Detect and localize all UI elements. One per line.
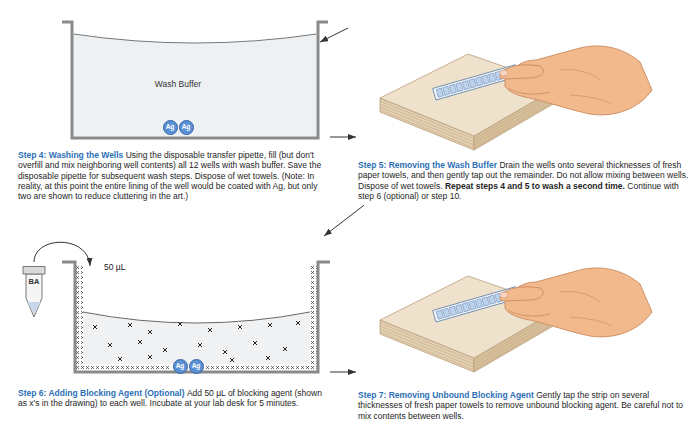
step-panel: Ag Ag Wash BufferStep 4: Washing the Wells…: [12, 12, 330, 205]
step-arrow: [324, 205, 364, 236]
step-arrow: [330, 137, 356, 138]
blocking-agent-marks: [93, 321, 300, 362]
tube-body: [26, 274, 42, 317]
towels-and-hand: [380, 46, 652, 150]
pour-arrow: [34, 242, 90, 266]
antigen-label: Ag: [182, 124, 191, 131]
liquid-label: Wash Buffer: [155, 79, 201, 89]
towels-and-hand: [380, 268, 652, 372]
step-heading: Step 6: Adding Blocking Agent (Optional): [18, 388, 185, 398]
wash-liquid: [74, 34, 317, 137]
antigen-label: Ag: [176, 363, 185, 370]
coated-wall: [76, 266, 83, 366]
step-panel: Step 5: Removing the Wash BufferDrain th…: [356, 40, 694, 205]
step-panel: BA Ag AgStep 6: Adding Blocking Agent (Opt…: [12, 236, 330, 413]
antigen-circle: Ag: [189, 359, 204, 374]
meniscus: [74, 34, 317, 43]
well-wall: [62, 262, 330, 372]
incoming-arrow: [320, 28, 348, 42]
step-heading: Step 4: Washing the Wells: [18, 150, 123, 160]
volume-label: 50 µL: [104, 262, 125, 272]
antigen-label: Ag: [166, 124, 175, 131]
coated-floor: [206, 364, 317, 371]
coated-wall: [310, 266, 317, 366]
antigen-label: Ag: [192, 363, 201, 370]
well-liquid: [83, 312, 310, 364]
tube-cap: [23, 267, 45, 275]
tube-liquid: [28, 302, 41, 315]
step-body: Repeat steps 4 and 5 to wash a second ti…: [445, 181, 625, 191]
step-caption: Step 7: Removing Unbound Blocking AgentG…: [358, 390, 692, 421]
reagent-tube: BA: [22, 266, 46, 318]
antigen-circle: Ag: [173, 359, 188, 374]
antigen-circle: Ag: [179, 120, 194, 135]
tube-label: BA: [29, 277, 40, 286]
tube-outline: [22, 266, 46, 318]
well-wall: [62, 22, 328, 138]
coated-floor: [76, 364, 170, 371]
step-caption: Step 6: Adding Blocking Agent (Optional)…: [18, 388, 324, 409]
meniscus: [83, 312, 310, 323]
step-caption: Step 5: Removing the Wash BufferDrain th…: [358, 160, 692, 201]
step-caption: Step 4: Washing the WellsUsing the dispo…: [18, 150, 324, 201]
step-heading: Step 7: Removing Unbound Blocking Agent: [358, 390, 534, 400]
step-heading: Step 5: Removing the Wash Buffer: [358, 160, 497, 170]
step-panel: Step 7: Removing Unbound Blocking AgentG…: [356, 280, 694, 425]
antigen-circle: Ag: [163, 120, 178, 135]
step-arrow: [330, 372, 356, 373]
well-shape: Ag Ag Wash Buffer: [62, 20, 328, 140]
